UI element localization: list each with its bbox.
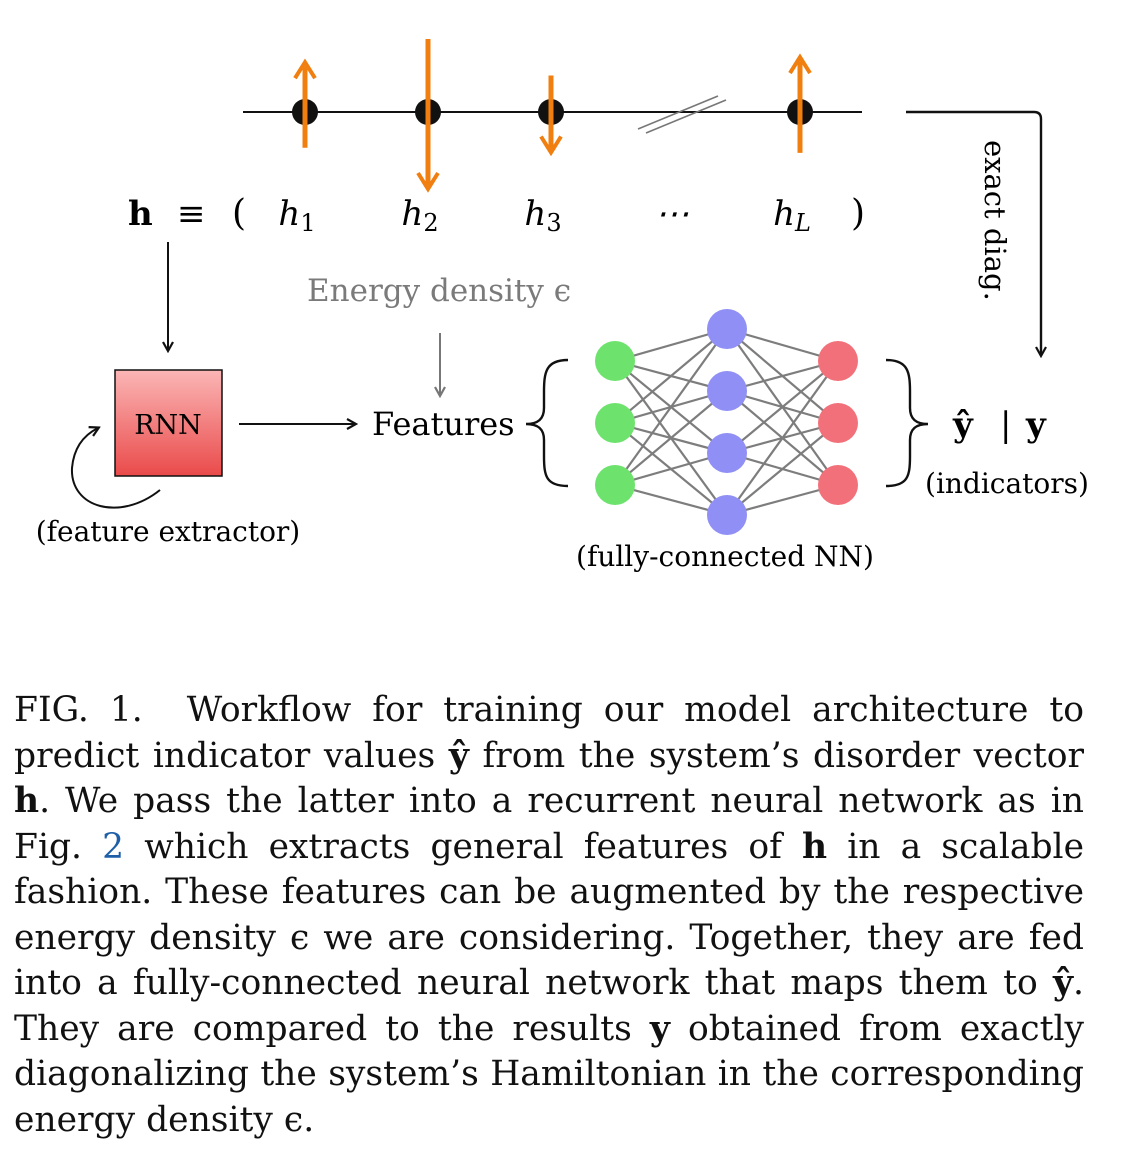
output-node	[818, 341, 858, 381]
site-3: h3	[524, 75, 564, 237]
y-hat-symbol: ŷ	[952, 405, 974, 445]
spin-sites: h1 h2 h3 ⋯ hL	[278, 39, 813, 237]
hidden-node	[707, 309, 747, 349]
caption-text: . They are compared to the results	[14, 963, 1084, 1049]
site-1: h1	[278, 58, 318, 237]
caption-text: obtained from exactly diagonalizing the …	[14, 1008, 1084, 1140]
caption-y-hat: ŷ	[448, 735, 469, 776]
workflow-figure: h1 h2 h3 ⋯ hL h ≡ ( ) Energy density ϵ RNN (…	[36, 39, 1089, 573]
site-ellipsis: ⋯	[655, 194, 689, 234]
site-subscript: 2	[423, 209, 438, 237]
hidden-node	[707, 371, 747, 411]
site-2: h2	[401, 39, 441, 237]
y-symbol: y	[1025, 405, 1047, 445]
chain-break-mark	[637, 95, 727, 134]
site-L: hL	[773, 53, 813, 237]
site-label: hL	[773, 194, 811, 237]
fully-connected-network	[595, 309, 858, 535]
caption-text: from the system’s disorder vector	[468, 735, 1084, 776]
nn-edge	[726, 360, 839, 454]
caption-h: h	[14, 781, 40, 821]
right-brace	[885, 358, 929, 488]
output-node	[818, 465, 858, 505]
site-label: h2	[401, 194, 438, 237]
spin-arrowhead	[293, 58, 317, 80]
nn-edge	[614, 390, 728, 486]
caption-text: Workflow for training our model architec…	[14, 690, 1084, 776]
spin-arrowhead	[539, 135, 563, 157]
hidden-node	[707, 495, 747, 535]
rnn-recurrent-arrow	[70, 428, 161, 509]
equiv-symbol: ≡	[177, 194, 206, 234]
caption-text: which extracts general features of	[124, 826, 802, 867]
feature-extractor-label: (feature extractor)	[36, 515, 300, 548]
figure-reference-link[interactable]: 2	[102, 826, 125, 867]
caption-text: . We pass the latter into a recurrent ne…	[14, 781, 1084, 867]
figure-caption: FIG. 1.Workflow for training our model a…	[14, 688, 1084, 1143]
h-vector-symbol: h	[128, 194, 153, 234]
nn-label: (fully-connected NN)	[576, 540, 874, 573]
output-node	[818, 403, 858, 443]
y-separator: |	[1000, 405, 1011, 445]
rnn-label: RNN	[134, 410, 202, 441]
nn-edge	[614, 328, 728, 486]
input-node	[595, 465, 635, 505]
site-subscript: L	[794, 209, 811, 237]
caption-y-hat: ŷ	[1052, 963, 1074, 1003]
rnn-block	[114, 369, 223, 477]
site-subscript: 1	[300, 209, 315, 237]
spin-arrowhead	[788, 53, 812, 75]
left-brace	[525, 358, 569, 488]
nn-edge	[726, 360, 839, 516]
input-node	[595, 403, 635, 443]
exact-diag-arrow	[906, 110, 1041, 355]
site-label: ⋯	[655, 194, 689, 234]
caption-h: h	[802, 826, 828, 867]
caption-text: in a scalable fashion. These features ca…	[14, 826, 1084, 1004]
nn-edge	[726, 422, 839, 516]
input-node	[595, 341, 635, 381]
caption-y: y	[649, 1008, 670, 1049]
site-label: h1	[278, 194, 315, 237]
site-subscript: 3	[546, 209, 561, 237]
hidden-node	[707, 433, 747, 473]
indicators-label: (indicators)	[925, 467, 1089, 500]
features-label: Features	[372, 405, 515, 443]
energy-density-label: Energy density ϵ	[307, 273, 571, 309]
open-paren: (	[232, 193, 246, 234]
site-label: h3	[524, 194, 561, 237]
close-paren: )	[851, 193, 865, 234]
spin-arrowhead	[416, 171, 440, 193]
exact-diag-label: exact diag.	[978, 140, 1012, 301]
nn-edge	[614, 328, 728, 424]
nn-edges	[614, 327, 839, 517]
figure-number: FIG. 1.	[14, 690, 143, 730]
